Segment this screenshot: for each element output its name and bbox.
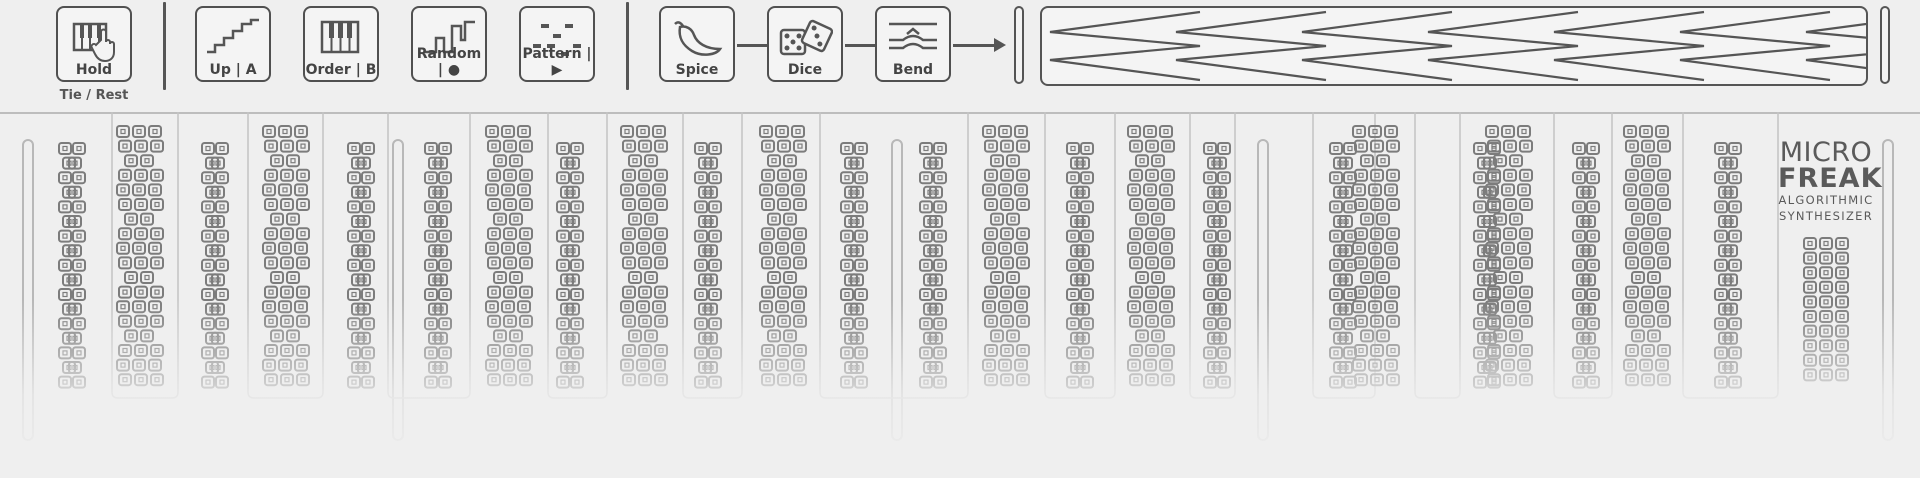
arrow-icon xyxy=(994,38,1006,52)
staircase-icon xyxy=(207,18,259,54)
bend-label: Bend xyxy=(892,62,934,78)
tie-rest-label: Tie / Rest xyxy=(59,88,129,103)
pattern-dots-icon xyxy=(533,24,581,56)
strip-right-cap xyxy=(1880,6,1890,84)
pattern-label: Pattern | ▶ xyxy=(522,46,592,78)
strip-left-cap xyxy=(1014,6,1024,84)
random-label: Random | ● xyxy=(416,46,482,78)
pattern-button[interactable]: Pattern | ▶ xyxy=(519,6,595,82)
zigzag-pattern xyxy=(1049,10,1866,82)
divider xyxy=(626,2,629,90)
piano-hand-icon xyxy=(72,22,115,63)
divider xyxy=(163,2,166,90)
up-button[interactable]: Up | A xyxy=(195,6,271,82)
dice-button[interactable]: Dice xyxy=(767,6,843,82)
bend-lines-icon xyxy=(889,22,937,50)
dice-label: Dice xyxy=(787,62,823,78)
panel-divider xyxy=(0,112,1920,114)
bend-button[interactable]: Bend xyxy=(875,6,951,82)
spice-button[interactable]: Spice xyxy=(659,6,735,82)
connector xyxy=(845,44,875,47)
random-button[interactable]: Random | ● xyxy=(411,6,487,82)
touch-strip[interactable] xyxy=(1040,6,1868,86)
microfreak-logo: MICRO FREAK ALGORITHMIC SYNTHESIZER xyxy=(1778,137,1883,224)
piano-keys-icon xyxy=(320,20,360,54)
keyboard-pattern xyxy=(22,112,1894,441)
hold-label: Hold xyxy=(75,62,113,78)
dice-icon xyxy=(779,19,833,56)
control-bar: Hold Tie / Rest Up | A Order | B xyxy=(0,0,1920,112)
connector xyxy=(737,44,767,47)
touch-keyboard[interactable] xyxy=(0,112,1920,474)
order-button[interactable]: Order | B xyxy=(303,6,379,82)
logo-algorithmic: ALGORITHMIC xyxy=(1778,193,1874,207)
output-arrow-line xyxy=(953,44,997,47)
order-label: Order | B xyxy=(305,62,377,78)
logo-freak: FREAK xyxy=(1778,163,1883,194)
chili-pepper-icon xyxy=(674,21,723,56)
spice-label: Spice xyxy=(675,62,719,78)
hold-button[interactable]: Hold xyxy=(56,6,132,82)
up-label: Up | A xyxy=(209,62,257,78)
logo-synthesizer: SYNTHESIZER xyxy=(1779,209,1873,223)
random-steps-icon xyxy=(424,20,475,54)
logo-micro: MICRO xyxy=(1779,137,1873,168)
